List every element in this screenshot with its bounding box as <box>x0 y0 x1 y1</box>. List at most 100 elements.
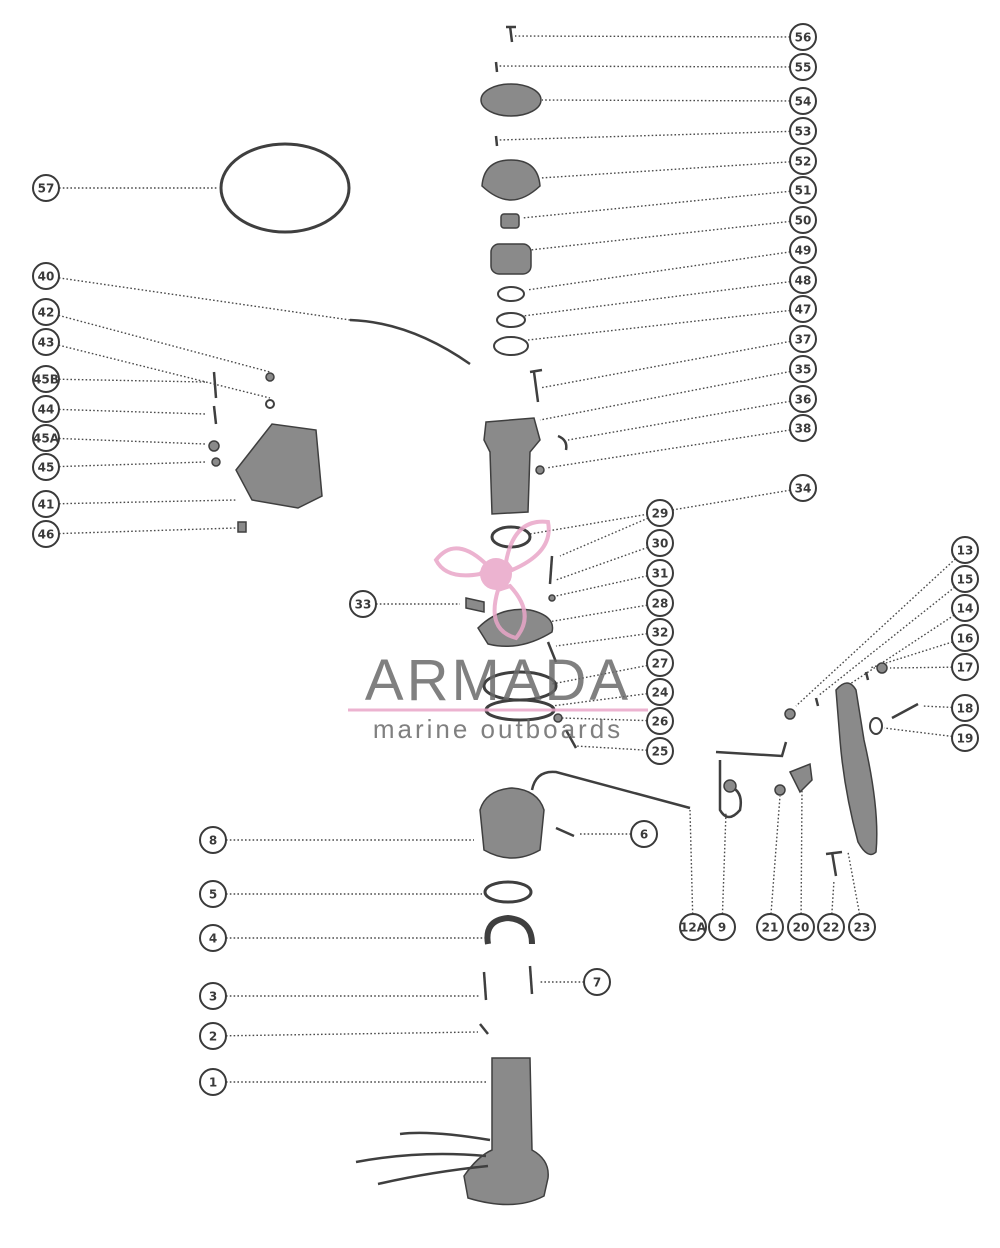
leader-line-42 <box>58 314 271 373</box>
part-31-ball <box>548 594 556 602</box>
leader-line-37 <box>539 340 791 389</box>
part-9-knob <box>723 779 737 793</box>
part-13-screw <box>784 708 796 720</box>
part-6-screw <box>555 826 575 838</box>
callout-number: 4 <box>209 932 217 946</box>
callout-47: 47 <box>789 295 817 323</box>
callout-45: 45 <box>32 453 60 481</box>
callout-24: 24 <box>646 678 674 706</box>
leader-line-38 <box>545 429 791 469</box>
callout-circle <box>789 325 817 353</box>
callout-bubbles: 5655545352515049484737353638345740424345… <box>32 23 979 1096</box>
callout-circle <box>789 474 817 502</box>
callout-45a: 45A <box>32 424 60 452</box>
callout-circle <box>787 913 815 941</box>
leader-line-55 <box>498 65 791 68</box>
callout-number: 5 <box>209 888 217 902</box>
callout-27: 27 <box>646 649 674 677</box>
callout-number: 45B <box>33 373 59 387</box>
part-9-link <box>718 760 742 819</box>
part-52-dome <box>481 159 541 201</box>
part-28-plate <box>477 608 554 647</box>
leader-line-18 <box>921 705 953 709</box>
callout-56: 56 <box>789 23 817 51</box>
callout-number: 55 <box>795 61 812 75</box>
callout-number: 3 <box>209 990 217 1004</box>
callout-number: 37 <box>795 333 812 347</box>
callout-48: 48 <box>789 266 817 294</box>
callout-circle <box>646 559 674 587</box>
leader-line-40 <box>58 277 351 321</box>
callout-number: 1 <box>209 1076 217 1090</box>
part-55-pin <box>494 61 499 73</box>
leader-line-29 <box>559 517 649 557</box>
part-54-cap <box>480 83 542 117</box>
callout-number: 52 <box>795 155 812 169</box>
part-35-clip <box>557 434 568 451</box>
callout-circle <box>32 453 60 481</box>
callout-circle <box>789 206 817 234</box>
callout-circle <box>951 694 979 722</box>
leader-line-35 <box>539 370 791 421</box>
callout-33: 33 <box>349 590 377 618</box>
callout-37: 37 <box>789 325 817 353</box>
leader-line-20 <box>800 789 803 915</box>
callout-number: 8 <box>209 834 217 848</box>
part-56-screw <box>506 25 516 43</box>
part-40-cable <box>349 318 471 366</box>
part-44-screw <box>212 405 218 425</box>
callout-circle <box>789 176 817 204</box>
part-26-ball <box>553 713 563 723</box>
callout-circle <box>199 880 227 908</box>
callout-45b: 45B <box>32 365 60 393</box>
callout-circle <box>630 820 658 848</box>
part-15-pin <box>814 697 820 707</box>
part-7-screw <box>528 965 534 995</box>
callout-circle <box>756 913 784 941</box>
leader-line-9 <box>721 811 727 915</box>
callout-circle <box>789 87 817 115</box>
callout-circle <box>951 653 979 681</box>
callout-number: 57 <box>38 182 55 196</box>
callout-14: 14 <box>951 594 979 622</box>
callout-number: 46 <box>38 528 55 542</box>
callout-number: 44 <box>38 403 55 417</box>
leader-line-45b <box>58 378 206 383</box>
callout-number: 19 <box>957 732 974 746</box>
callout-circle <box>951 724 979 752</box>
leader-line-23 <box>847 851 861 915</box>
leader-line-26 <box>561 717 648 722</box>
callout-circle <box>789 355 817 383</box>
leader-line-45a <box>58 437 206 445</box>
callout-circle <box>789 23 817 51</box>
callout-36: 36 <box>789 385 817 413</box>
callout-number: 43 <box>38 336 55 350</box>
callout-circle <box>646 589 674 617</box>
callout-circle <box>951 624 979 652</box>
callout-number: 28 <box>652 597 669 611</box>
part-1-wires <box>355 1131 491 1186</box>
callout-circle <box>199 826 227 854</box>
part-21-washer <box>774 784 786 796</box>
callout-circle <box>199 982 227 1010</box>
leader-line-54 <box>541 99 791 102</box>
callout-circle <box>789 295 817 323</box>
callout-7: 7 <box>583 968 611 996</box>
callout-53: 53 <box>789 117 817 145</box>
callout-circle <box>646 737 674 765</box>
leader-line-48 <box>522 280 791 317</box>
leader-line-27 <box>551 664 648 685</box>
callout-16: 16 <box>951 624 979 652</box>
part-43-washer <box>265 399 275 409</box>
leader-line-51 <box>521 190 791 219</box>
callout-41: 41 <box>32 490 60 518</box>
callout-number: 23 <box>854 921 871 935</box>
leader-line-28 <box>547 604 648 623</box>
callout-number: 29 <box>652 507 669 521</box>
callout-number: 49 <box>795 244 812 258</box>
propeller-icon <box>433 519 551 641</box>
callout-circle <box>349 590 377 618</box>
callout-circle <box>789 266 817 294</box>
callout-number: 51 <box>795 184 812 198</box>
callout-35: 35 <box>789 355 817 383</box>
